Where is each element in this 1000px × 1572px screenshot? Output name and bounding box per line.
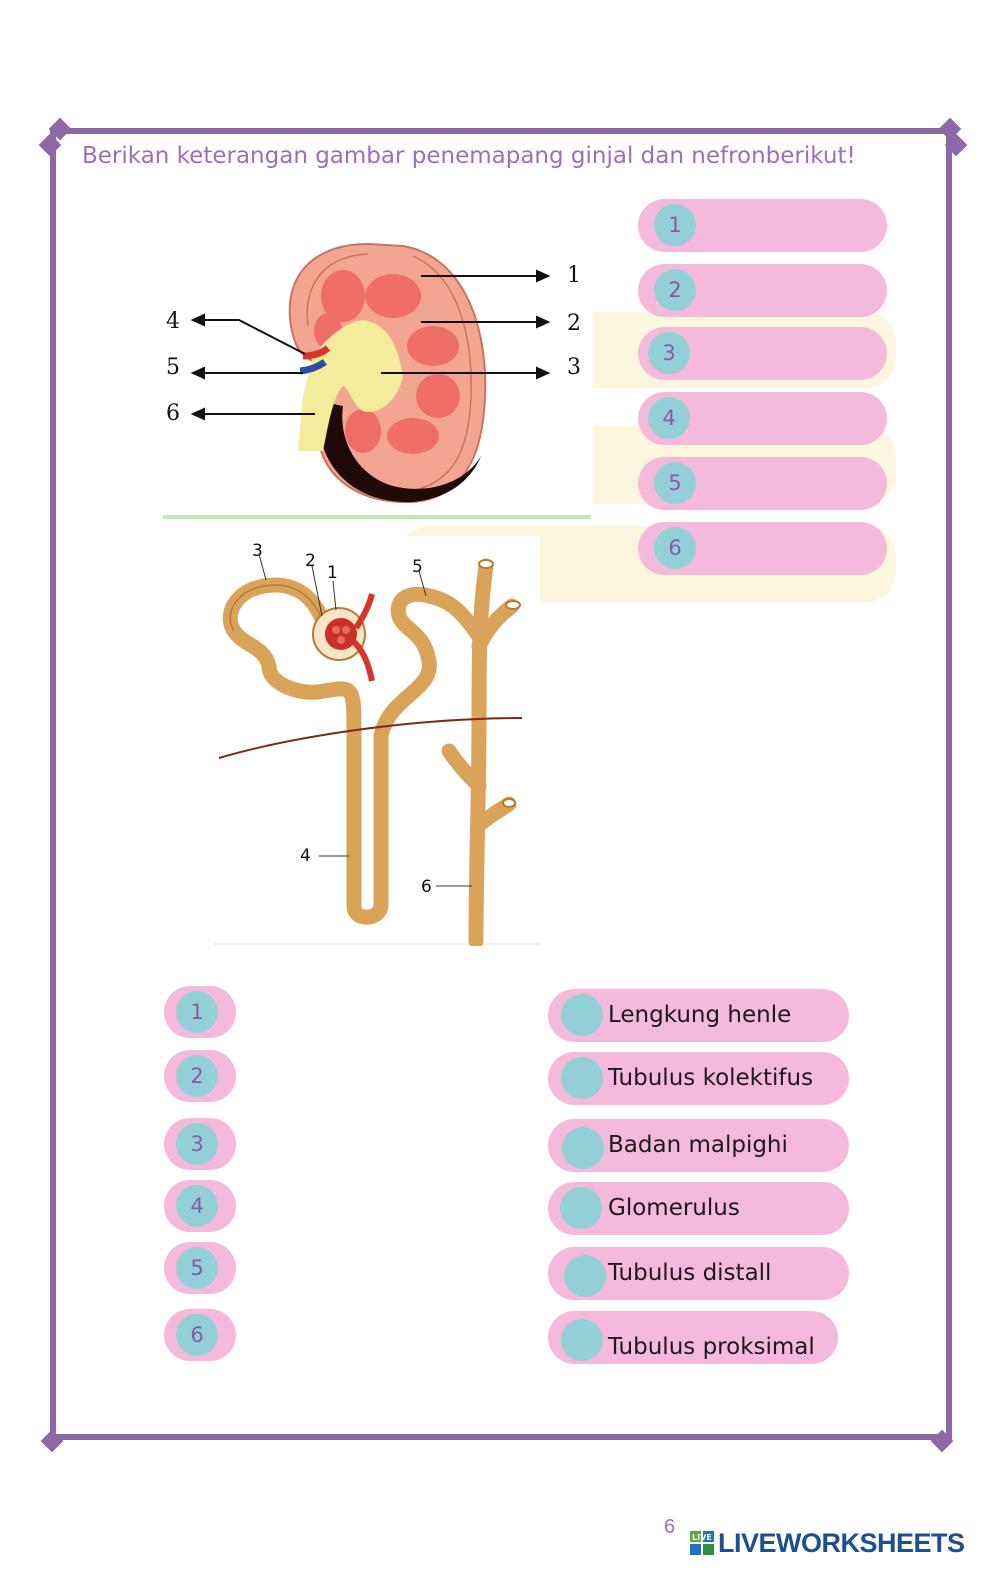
kidney-label-4: 4 (166, 309, 180, 334)
kidney-answer-field-6[interactable]: 6 (638, 522, 887, 575)
page-number: 6 (664, 1516, 676, 1538)
nephron-label-6: 6 (421, 877, 432, 897)
option-text: Tubulus kolektifus (608, 1065, 814, 1091)
number-badge: 4 (176, 1185, 218, 1227)
kidney-answer-field-3[interactable]: 3 (638, 327, 887, 380)
nephron-label-2: 2 (305, 551, 316, 571)
match-option-1[interactable]: Lengkung henle (548, 989, 849, 1042)
kidney-answer-field-4[interactable]: 4 (638, 392, 887, 445)
option-text: Lengkung henle (608, 1002, 792, 1028)
number-badge: 4 (648, 397, 690, 439)
match-option-5[interactable]: Tubulus distall (548, 1247, 849, 1300)
match-dot[interactable] (561, 994, 603, 1036)
match-dot[interactable] (561, 1319, 603, 1361)
liveworksheets-logo-icon: LIVE (690, 1531, 714, 1555)
kidney-label-2: 2 (567, 311, 581, 336)
nephron-label-1: 1 (327, 563, 338, 583)
option-text: Glomerulus (608, 1195, 740, 1221)
match-number-4[interactable]: 4 (164, 1180, 236, 1232)
number-badge: 5 (176, 1247, 218, 1289)
instruction-text: Berikan keterangan gambar penemapang gin… (82, 143, 856, 169)
brand-name: LIVEWORKSHEETS (718, 1527, 965, 1558)
match-dot[interactable] (560, 1187, 602, 1229)
worksheet-frame (50, 128, 952, 1440)
number-badge: 1 (654, 204, 696, 246)
match-number-5[interactable]: 5 (164, 1242, 236, 1294)
match-option-4[interactable]: Glomerulus (548, 1182, 849, 1235)
kidney-answer-field-2[interactable]: 2 (638, 264, 887, 317)
liveworksheets-logo[interactable]: LIVE LIVEWORKSHEETS (690, 1528, 965, 1558)
kidney-answer-field-5[interactable]: 5 (638, 457, 887, 510)
match-number-6[interactable]: 6 (164, 1309, 236, 1361)
number-badge: 6 (176, 1314, 218, 1356)
svg-text:LIVE: LIVE (692, 1533, 712, 1542)
match-number-2[interactable]: 2 (164, 1050, 236, 1102)
number-badge: 6 (654, 527, 696, 569)
match-number-1[interactable]: 1 (164, 986, 236, 1038)
number-badge: 3 (176, 1123, 218, 1165)
option-text: Tubulus proksimal (608, 1334, 815, 1360)
number-badge: 1 (176, 991, 218, 1033)
kidney-cross-section-diagram: 1 2 3 4 5 6 (163, 236, 593, 519)
kidney-answer-field-1[interactable]: 1 (638, 199, 887, 252)
nephron-diagram: 1 2 3 4 5 6 (214, 536, 540, 946)
option-text: Tubulus distall (608, 1260, 772, 1286)
match-dot[interactable] (561, 1057, 603, 1099)
kidney-label-5: 5 (166, 355, 180, 380)
match-option-2[interactable]: Tubulus kolektifus (548, 1052, 849, 1105)
number-badge: 2 (654, 269, 696, 311)
kidney-label-6: 6 (166, 401, 180, 426)
match-dot[interactable] (562, 1127, 604, 1169)
kidney-label-1: 1 (567, 263, 581, 288)
number-badge: 2 (176, 1055, 218, 1097)
nephron-label-4: 4 (300, 846, 311, 866)
match-number-3[interactable]: 3 (164, 1118, 236, 1170)
match-option-6[interactable]: Tubulus proksimal (548, 1311, 838, 1364)
nephron-label-5: 5 (412, 557, 423, 577)
number-badge: 3 (648, 332, 690, 374)
number-badge: 5 (654, 462, 696, 504)
match-dot[interactable] (564, 1255, 606, 1297)
kidney-label-3: 3 (567, 355, 581, 380)
nephron-label-3: 3 (252, 541, 263, 561)
option-text: Badan malpighi (608, 1132, 788, 1158)
match-option-3[interactable]: Badan malpighi (548, 1119, 849, 1172)
